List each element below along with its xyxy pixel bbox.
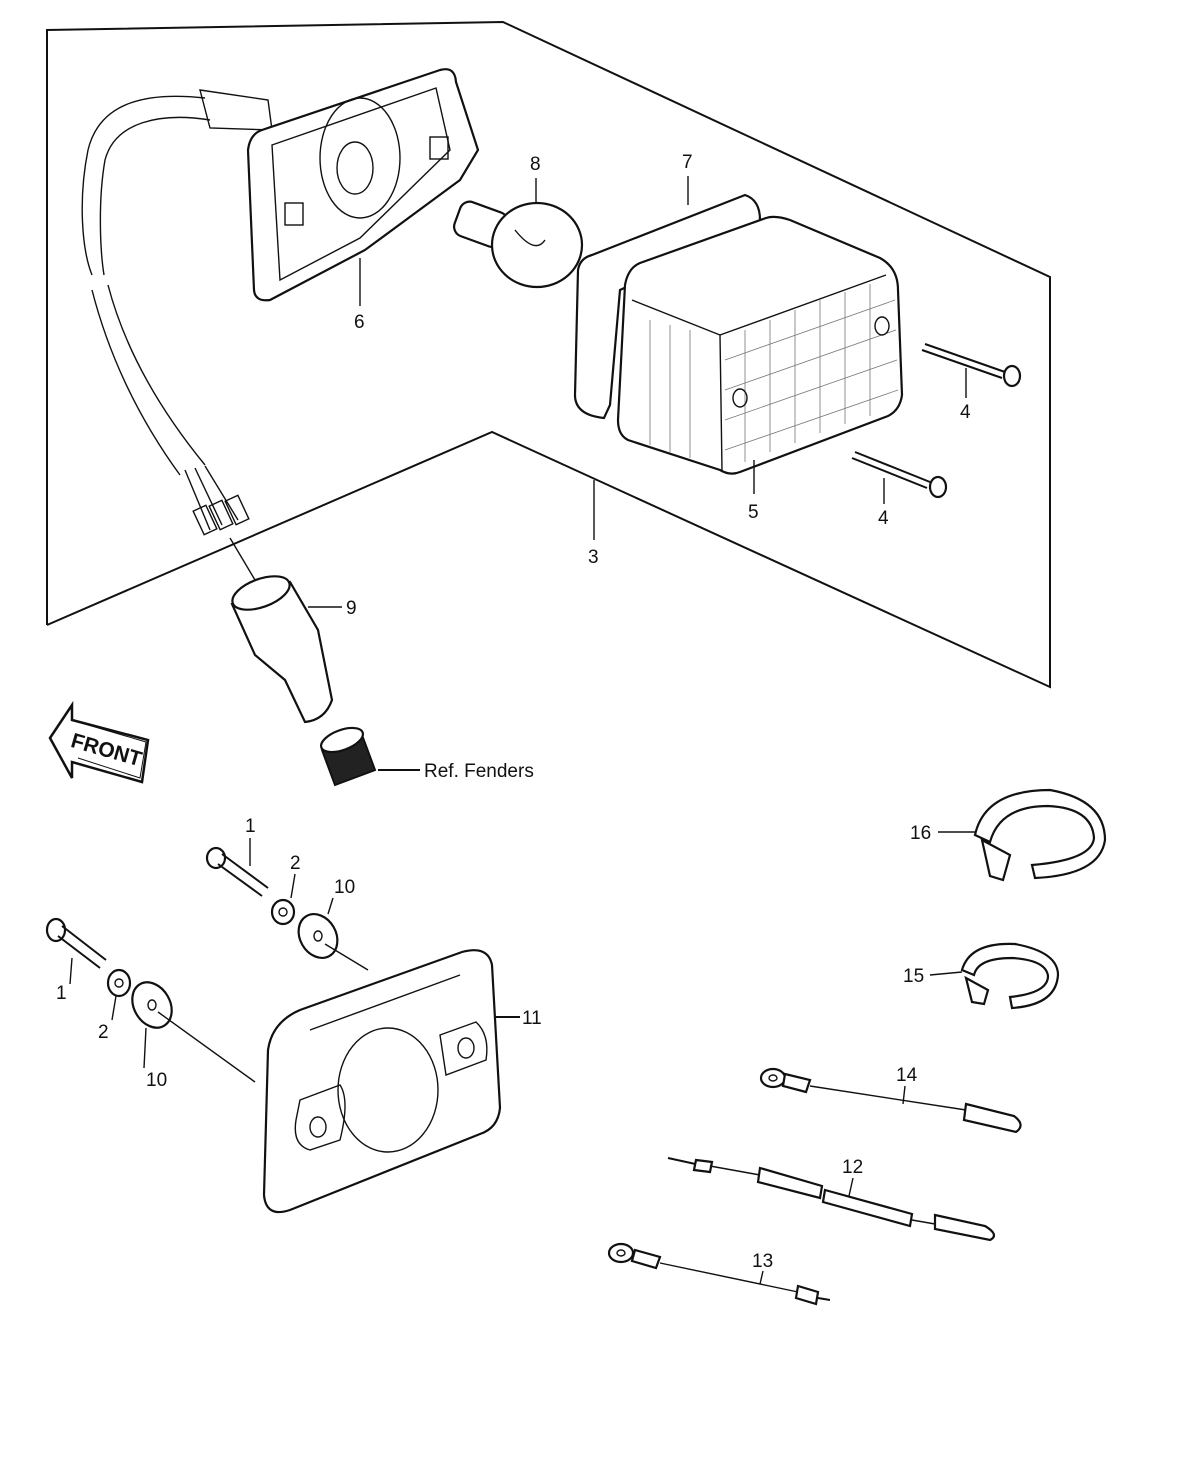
callout-1-upper: 1 xyxy=(245,816,256,837)
callout-15: 15 xyxy=(903,966,924,987)
tail-lamp-bracket xyxy=(262,949,520,1214)
front-direction-arrow: FRONT xyxy=(48,700,150,784)
callout-7: 7 xyxy=(682,152,693,173)
callout-2-lower: 2 xyxy=(98,1022,109,1043)
callout-10-upper: 10 xyxy=(334,877,355,898)
callout-13: 13 xyxy=(752,1251,773,1272)
ground-wire-14 xyxy=(759,1067,1022,1134)
ref-fenders-label: Ref. Fenders xyxy=(424,761,534,782)
callout-14: 14 xyxy=(896,1065,918,1086)
callout-4-upper: 4 xyxy=(960,402,971,423)
callout-leaders xyxy=(69,176,975,1285)
clamp-large xyxy=(973,788,1107,882)
bulb xyxy=(453,200,584,289)
lead-wire-12 xyxy=(667,1157,996,1242)
ground-wire-13 xyxy=(607,1242,831,1306)
fender-nut xyxy=(319,726,420,787)
washer-upper xyxy=(270,898,296,926)
wiring-harness xyxy=(81,89,273,536)
lamp-base-plate xyxy=(246,68,480,302)
callout-5: 5 xyxy=(748,502,759,523)
tail-lens xyxy=(616,215,904,475)
lens-gasket xyxy=(573,193,762,420)
bolt-upper xyxy=(205,846,269,897)
washer-lower xyxy=(106,968,132,998)
callout-12: 12 xyxy=(842,1157,863,1178)
callout-6: 6 xyxy=(354,312,365,333)
lens-screw-lower xyxy=(851,451,948,499)
bolt-lower xyxy=(45,917,107,969)
callout-16: 16 xyxy=(910,823,931,844)
callout-labels: 6 8 7 4 4 5 3 9 Ref. Fenders 1 2 10 1 2 … xyxy=(56,152,971,1272)
callout-9: 9 xyxy=(346,598,357,619)
clamp-small xyxy=(960,942,1060,1010)
flat-washer-upper xyxy=(297,913,369,971)
assembly-boundary xyxy=(46,20,1051,689)
callout-2-upper: 2 xyxy=(290,853,301,874)
grommet xyxy=(229,537,334,724)
lens-screw-upper xyxy=(921,343,1022,388)
callout-3: 3 xyxy=(588,547,599,568)
flat-washer-lower xyxy=(131,981,256,1083)
callout-11: 11 xyxy=(522,1008,542,1029)
callout-1-lower: 1 xyxy=(56,983,67,1004)
callout-4-lower: 4 xyxy=(878,508,889,529)
callout-8: 8 xyxy=(530,154,541,175)
callout-10-lower: 10 xyxy=(146,1070,167,1091)
